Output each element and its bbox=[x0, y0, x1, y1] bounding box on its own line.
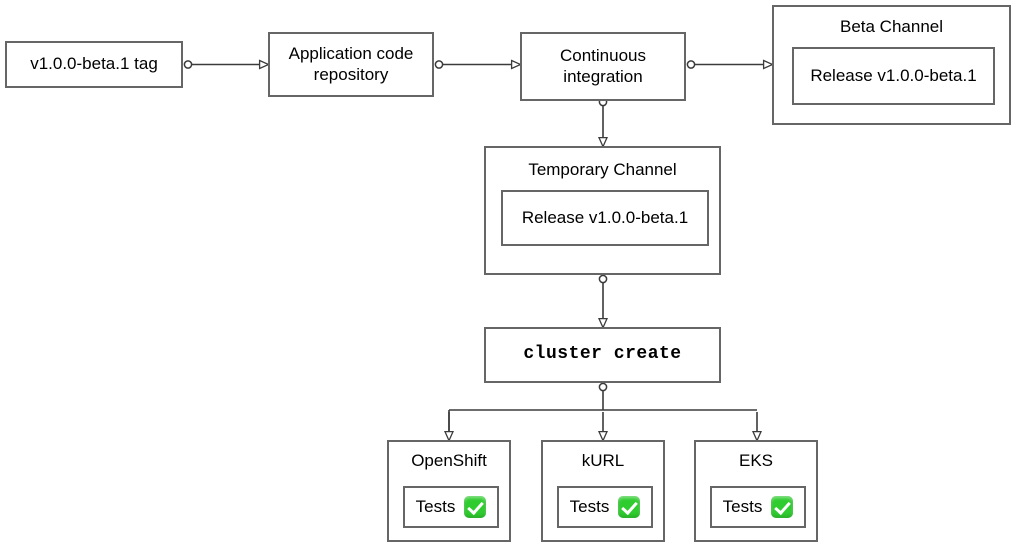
node-beta-channel-title: Beta Channel bbox=[839, 17, 944, 36]
kurl-tests-row: Tests bbox=[570, 496, 641, 518]
edge-temporary-channel-to-cluster-create bbox=[599, 274, 606, 327]
node-openshift-tests[interactable]: Tests bbox=[403, 486, 499, 528]
node-temporary-channel[interactable]: Temporary Channel Release v1.0.0-beta.1 bbox=[484, 146, 721, 275]
edge-ci-to-temporary-channel bbox=[599, 97, 606, 146]
openshift-tests-label: Tests bbox=[415, 497, 456, 516]
openshift-tests-row: Tests bbox=[416, 496, 487, 518]
node-openshift[interactable]: OpenShift Tests bbox=[387, 440, 511, 542]
node-kurl-title: kURL bbox=[581, 451, 625, 470]
node-continuous-integration-label: Continuous integration bbox=[559, 46, 646, 86]
node-temporary-channel-title: Temporary Channel bbox=[528, 160, 677, 179]
node-eks-title: EKS bbox=[738, 451, 774, 470]
check-mark-icon bbox=[618, 496, 641, 518]
node-temporary-channel-release-label: Release v1.0.0-beta.1 bbox=[521, 208, 689, 227]
edge-repo-to-ci bbox=[434, 61, 520, 68]
node-temporary-channel-release[interactable]: Release v1.0.0-beta.1 bbox=[501, 190, 709, 246]
node-beta-channel[interactable]: Beta Channel Release v1.0.0-beta.1 bbox=[772, 5, 1011, 125]
edge-cluster-create-fanout bbox=[449, 382, 757, 440]
node-eks-tests[interactable]: Tests bbox=[710, 486, 806, 528]
edge-tag-to-repo bbox=[183, 61, 268, 68]
node-kurl-tests[interactable]: Tests bbox=[557, 486, 653, 528]
eks-tests-label: Tests bbox=[722, 497, 763, 516]
node-application-code-repository-label: Application code repository bbox=[288, 44, 414, 84]
check-mark-icon bbox=[464, 496, 487, 518]
node-application-code-repository[interactable]: Application code repository bbox=[268, 32, 434, 97]
node-openshift-title: OpenShift bbox=[411, 451, 487, 470]
node-kurl[interactable]: kURL Tests bbox=[541, 440, 665, 542]
kurl-tests-label: Tests bbox=[569, 497, 610, 516]
node-eks[interactable]: EKS Tests bbox=[694, 440, 818, 542]
node-tag-label: v1.0.0-beta.1 tag bbox=[30, 54, 158, 74]
node-continuous-integration[interactable]: Continuous integration bbox=[520, 32, 686, 101]
node-beta-channel-release[interactable]: Release v1.0.0-beta.1 bbox=[792, 47, 995, 105]
check-mark-icon bbox=[771, 496, 794, 518]
node-cluster-create[interactable]: cluster create bbox=[484, 327, 721, 383]
node-beta-channel-release-label: Release v1.0.0-beta.1 bbox=[810, 66, 977, 85]
node-cluster-create-label: cluster create bbox=[523, 344, 682, 365]
eks-tests-row: Tests bbox=[723, 496, 794, 518]
node-tag[interactable]: v1.0.0-beta.1 tag bbox=[5, 41, 183, 88]
edge-ci-to-beta-channel bbox=[686, 61, 772, 68]
